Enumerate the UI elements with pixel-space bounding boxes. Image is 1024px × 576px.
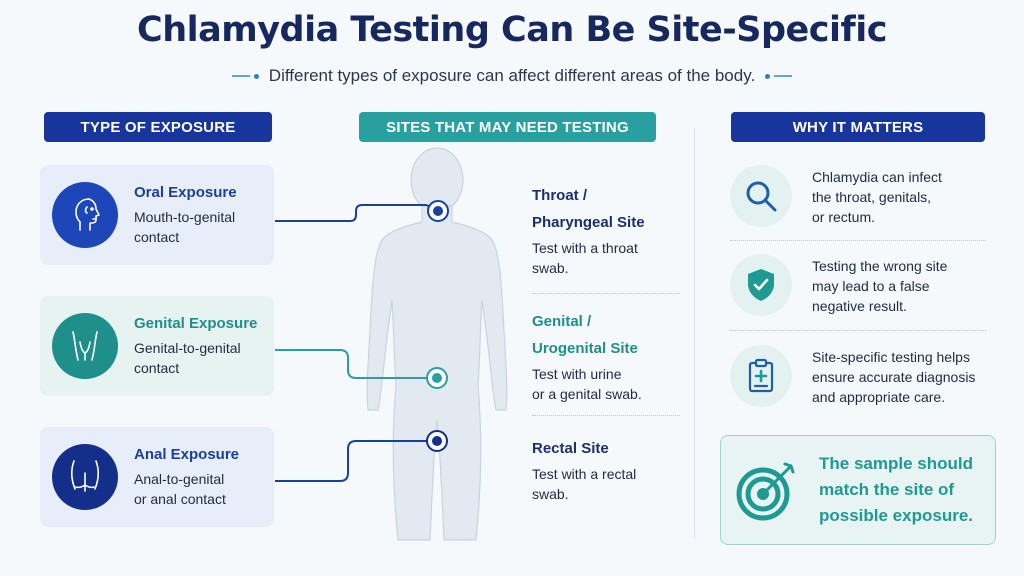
reason-separator xyxy=(730,240,986,241)
site-separator xyxy=(532,293,680,294)
subtitle: Different types of exposure can affect d… xyxy=(268,66,756,85)
site-title: Rectal Site xyxy=(532,440,609,457)
reason-text: or rectum. xyxy=(812,209,876,225)
face-profile-icon xyxy=(52,182,118,248)
reason-text: ensure accurate diagnosis xyxy=(812,369,976,385)
site-desc: Test with a throat xyxy=(532,240,638,256)
buttocks-icon xyxy=(52,444,118,510)
exposure-title: Anal Exposure xyxy=(134,445,240,463)
reason-text: the throat, genitals, xyxy=(812,189,932,205)
reason-separator xyxy=(730,330,986,331)
subtitle-ornament-left xyxy=(231,73,259,79)
subtitle-ornament-right xyxy=(765,73,793,79)
reason-false-negative: Testing the wrong site may lead to a fal… xyxy=(730,254,990,316)
site-title: Pharyngeal Site xyxy=(532,214,645,231)
exposure-card-oral: Oral Exposure Mouth-to-genital contact xyxy=(40,165,274,265)
site-throat: Throat / Pharyngeal Site Test with a thr… xyxy=(532,184,682,278)
callout-text: The sample should xyxy=(819,454,973,473)
reason-accurate-diagnosis: Site-specific testing helps ensure accur… xyxy=(730,345,990,407)
pelvis-icon xyxy=(52,313,118,379)
site-title: Throat / xyxy=(532,187,587,204)
magnifier-icon xyxy=(730,165,792,227)
reason-text: Testing the wrong site xyxy=(812,258,948,274)
reason-text: may lead to a false xyxy=(812,278,930,294)
site-desc: Test with urine xyxy=(532,366,622,382)
site-title: Urogenital Site xyxy=(532,340,638,357)
target-icon xyxy=(733,456,801,524)
callout-text: possible exposure. xyxy=(819,506,973,525)
site-desc: swab. xyxy=(532,260,569,276)
exposure-desc: contact xyxy=(134,359,180,376)
subtitle-row: Different types of exposure can affect d… xyxy=(0,66,1024,86)
clipboard-icon xyxy=(730,345,792,407)
shield-check-icon xyxy=(730,254,792,316)
reason-infection-sites: Chlamydia can infect the throat, genital… xyxy=(730,165,990,227)
site-genital: Genital / Urogenital Site Test with urin… xyxy=(532,310,682,404)
site-desc: swab. xyxy=(532,486,569,502)
column-divider xyxy=(694,128,695,538)
connector-anal xyxy=(275,440,437,482)
exposure-desc: or anal contact xyxy=(134,490,226,507)
exposure-card-genital: Genital Exposure Genital-to-genital cont… xyxy=(40,296,274,396)
site-marker-genital xyxy=(426,367,448,389)
site-marker-rectal xyxy=(426,430,448,452)
reason-text: negative result. xyxy=(812,298,907,314)
callout-text: match the site of xyxy=(819,480,955,499)
connector-genital xyxy=(275,349,437,379)
exposure-card-anal: Anal Exposure Anal-to-genital or anal co… xyxy=(40,427,274,527)
site-desc: or a genital swab. xyxy=(532,386,642,402)
site-separator xyxy=(532,415,680,416)
reason-text: and appropriate care. xyxy=(812,389,946,405)
exposure-desc: Genital-to-genital xyxy=(134,339,241,356)
key-takeaway-callout: The sample should match the site of poss… xyxy=(720,435,996,545)
header-type-of-exposure: TYPE OF EXPOSURE xyxy=(44,112,272,142)
page-title: Chlamydia Testing Can Be Site-Specific xyxy=(137,10,887,50)
reason-text: Site-specific testing helps xyxy=(812,349,970,365)
site-title: Genital / xyxy=(532,313,592,330)
exposure-title: Oral Exposure xyxy=(134,183,237,201)
exposure-title: Genital Exposure xyxy=(134,314,258,332)
exposure-desc: Anal-to-genital xyxy=(134,470,225,487)
reason-text: Chlamydia can infect xyxy=(812,169,942,185)
site-marker-throat xyxy=(427,200,449,222)
exposure-desc: contact xyxy=(134,228,180,245)
exposure-desc: Mouth-to-genital xyxy=(134,208,236,225)
header-why-it-matters: WHY IT MATTERS xyxy=(731,112,985,142)
connector-oral xyxy=(275,204,439,222)
header-sites-testing: SITES THAT MAY NEED TESTING xyxy=(359,112,656,142)
site-rectal: Rectal Site Test with a rectal swab. xyxy=(532,437,682,504)
site-desc: Test with a rectal xyxy=(532,466,637,482)
